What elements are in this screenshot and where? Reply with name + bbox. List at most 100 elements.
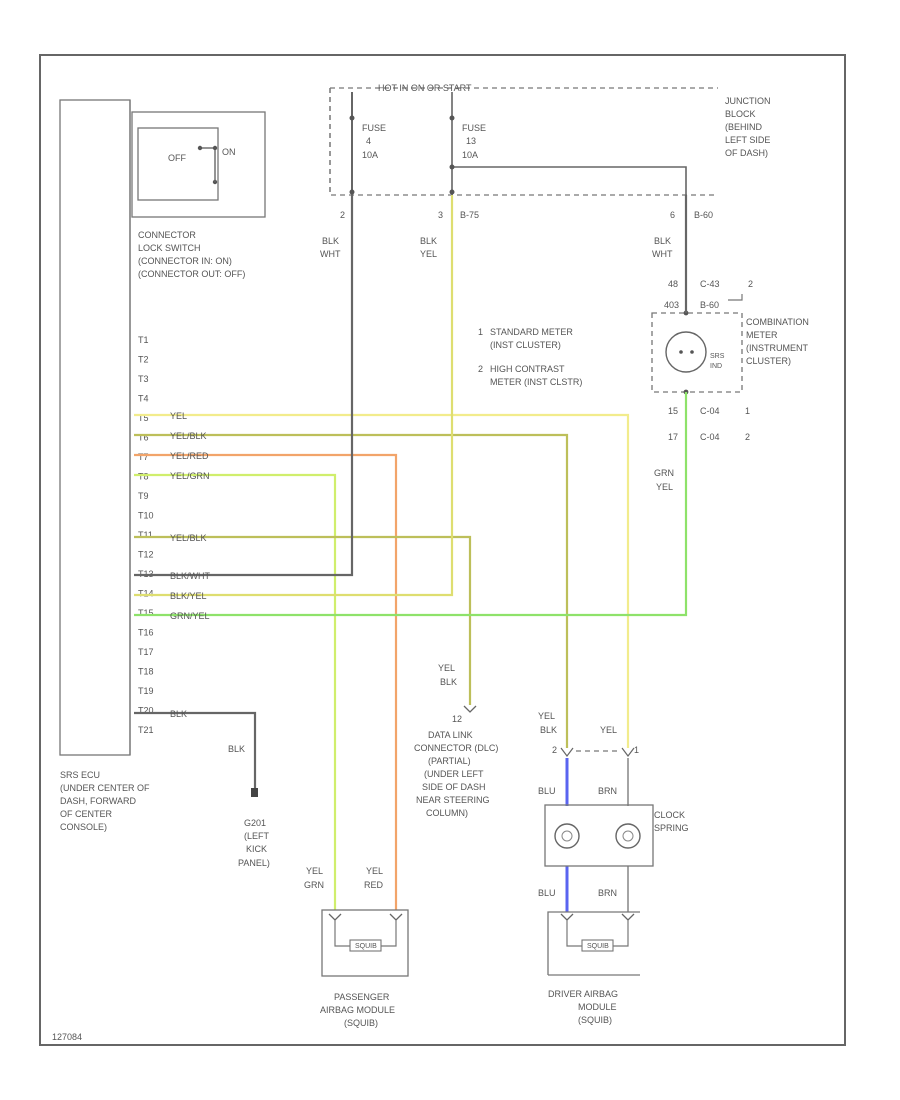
ecu-pin-21: T21 [138,725,154,735]
ecu-pin-9: T9 [138,491,149,501]
legend-2-line-2: METER (INST CLSTR) [490,377,582,387]
legend-1-line-1: STANDARD METER [490,327,573,337]
pin-top-2-connector: B-75 [460,210,479,220]
junction-block-label-4: LEFT SIDE [725,135,770,145]
lock-switch-caption-2: LOCK SWITCH [138,243,201,253]
meter-lamp-line-2: IND [710,363,722,370]
meter-label-1: COMBINATION [746,317,809,327]
ecu-pin-4: T4 [138,394,149,404]
ecu-wire-label-t7: YEL/RED [170,451,209,461]
ecu-wire-label-t13: BLK/WHT [170,571,211,581]
meter-conn-top-2: B-60 [700,300,719,310]
pass-wire-right-a: YEL [366,866,383,876]
cs-label-above-left-a: YEL [538,711,555,721]
cs-pin-left: 2 [552,745,557,755]
cs-caption-1: CLOCK [654,810,685,820]
wire-grn-yel [134,445,688,617]
pass-wire-left-a: YEL [306,866,323,876]
ecu-pin-16: T16 [138,628,154,638]
fuse-4-label-2: 4 [366,136,371,146]
wire-label-grn-a: GRN [654,468,674,478]
meter-legend: 1 STANDARD METER (INST CLUSTER) 2 HIGH C… [478,327,582,387]
ground-caption-3: KICK [246,844,267,854]
meter-pin-top-2: 403 [664,300,679,310]
dlc-wire-label-a: YEL [438,663,455,673]
lock-switch: OFF ON CONNECTOR LOCK SWITCH (CONNECTOR … [131,111,266,279]
junction-block: HOT IN ON OR START JUNCTION BLOCK (BEHIN… [329,83,771,196]
data-link-connector: YEL BLK 12 DATA LINK CONNECTOR (DLC) (PA… [414,663,498,818]
ecu-pin-14: T14 [138,589,154,599]
pin-top-3-connector: B-60 [694,210,713,220]
ground-caption-4: PANEL) [238,858,270,868]
cs-label-above-left-b: BLK [540,725,557,735]
clock-spring: YEL BLK YEL 2 1 BLU BRN CLOCK SPRING BLU… [538,711,689,898]
ecu-pin-15: T15 [138,608,154,618]
wire-yel-blk [134,433,569,748]
fuse-4-label-1: FUSE [362,123,386,133]
pin-top-1: 2 [340,210,345,220]
passenger-airbag-module: YEL GRN YEL RED SQUIB PASSENGER AIRBAG M… [304,866,409,1028]
cs-out-right: BRN [598,888,617,898]
wires [134,195,688,912]
wire-label-grn-b: YEL [656,482,673,492]
driver-caption-3: (SQUIB) [578,1015,612,1025]
driver-caption-2: MODULE [578,1002,617,1012]
ecu-pin-2: T2 [138,355,149,365]
dlc-caption-7: COLUMN) [426,808,468,818]
pass-caption-1: PASSENGER [334,992,390,1002]
legend-1-number: 1 [478,327,483,337]
srs-ecu: T1T2T3T4T5T6T7T8T9T10T11T12T13T14T15T16T… [59,99,154,832]
cs-label-above-right: YEL [600,725,617,735]
wire-yel [134,413,630,748]
power-source-label: HOT IN ON OR START [378,83,472,93]
meter-ref-top-1: 2 [748,279,753,289]
pass-wire-right-b: RED [364,880,384,890]
wire-blk-wht [134,195,354,577]
meter-ref-bot-2: 2 [745,432,750,442]
ecu-pin-19: T19 [138,686,154,696]
junction-block-label-1: JUNCTION [725,96,771,106]
fuse-13: FUSE 13 10A [449,92,486,195]
wire-ground [134,711,257,790]
cs-in-left: BLU [538,786,556,796]
ecu-caption-1: SRS ECU [60,770,100,780]
ecu-pin-17: T17 [138,647,154,657]
legend-2-line-1: HIGH CONTRAST [490,364,565,374]
wire-dlc [134,535,472,705]
lock-switch-caption-1: CONNECTOR [138,230,196,240]
meter-label-4: CLUSTER) [746,356,791,366]
ecu-pin-10: T10 [138,511,154,521]
legend-1-line-2: (INST CLUSTER) [490,340,561,350]
pass-squib-label: SQUIB [355,943,377,950]
pass-wire-left-b: GRN [304,880,324,890]
lock-switch-off-label: OFF [168,153,186,163]
ecu-pin-3: T3 [138,374,149,384]
ecu-pin-1: T1 [138,335,149,345]
meter-pin-bot-2: 17 [668,432,678,442]
wire-blk-yel [134,195,454,597]
ecu-pin-11: T11 [138,530,153,540]
ground-wire-label: BLK [228,744,245,754]
ecu-wire-label-t6: YEL/BLK [170,431,207,441]
cs-pin-right: 1 [634,745,639,755]
cs-in-right: BRN [598,786,617,796]
ecu-wire-label-t8: YEL/GRN [170,471,210,481]
dlc-caption-1: DATA LINK [428,730,473,740]
ecu-pin-5: T5 [138,413,149,423]
ecu-caption-3: DASH, FORWARD [60,796,137,806]
ground-caption-1: G201 [244,818,266,828]
ecu-pin-12: T12 [138,550,154,560]
meter-pin-bot-1: 15 [668,406,678,416]
ecu-wire-label-t15: GRN/YEL [170,611,210,621]
lock-switch-caption-3: (CONNECTOR IN: ON) [138,256,232,266]
fuse-13-label-3: 10A [462,150,478,160]
ecu-wire-label-t11: YEL/BLK [170,533,207,543]
ecu-caption-5: CONSOLE) [60,822,107,832]
figure-id: 127084 [52,1032,82,1042]
ecu-pin-18: T18 [138,667,154,677]
wire-label-mid-a: BLK [420,236,437,246]
ecu-pin-20: T20 [138,706,154,716]
ground-g201: BLK G201 (LEFT KICK PANEL) [228,744,270,868]
dlc-caption-2: CONNECTOR (DLC) [414,743,498,753]
